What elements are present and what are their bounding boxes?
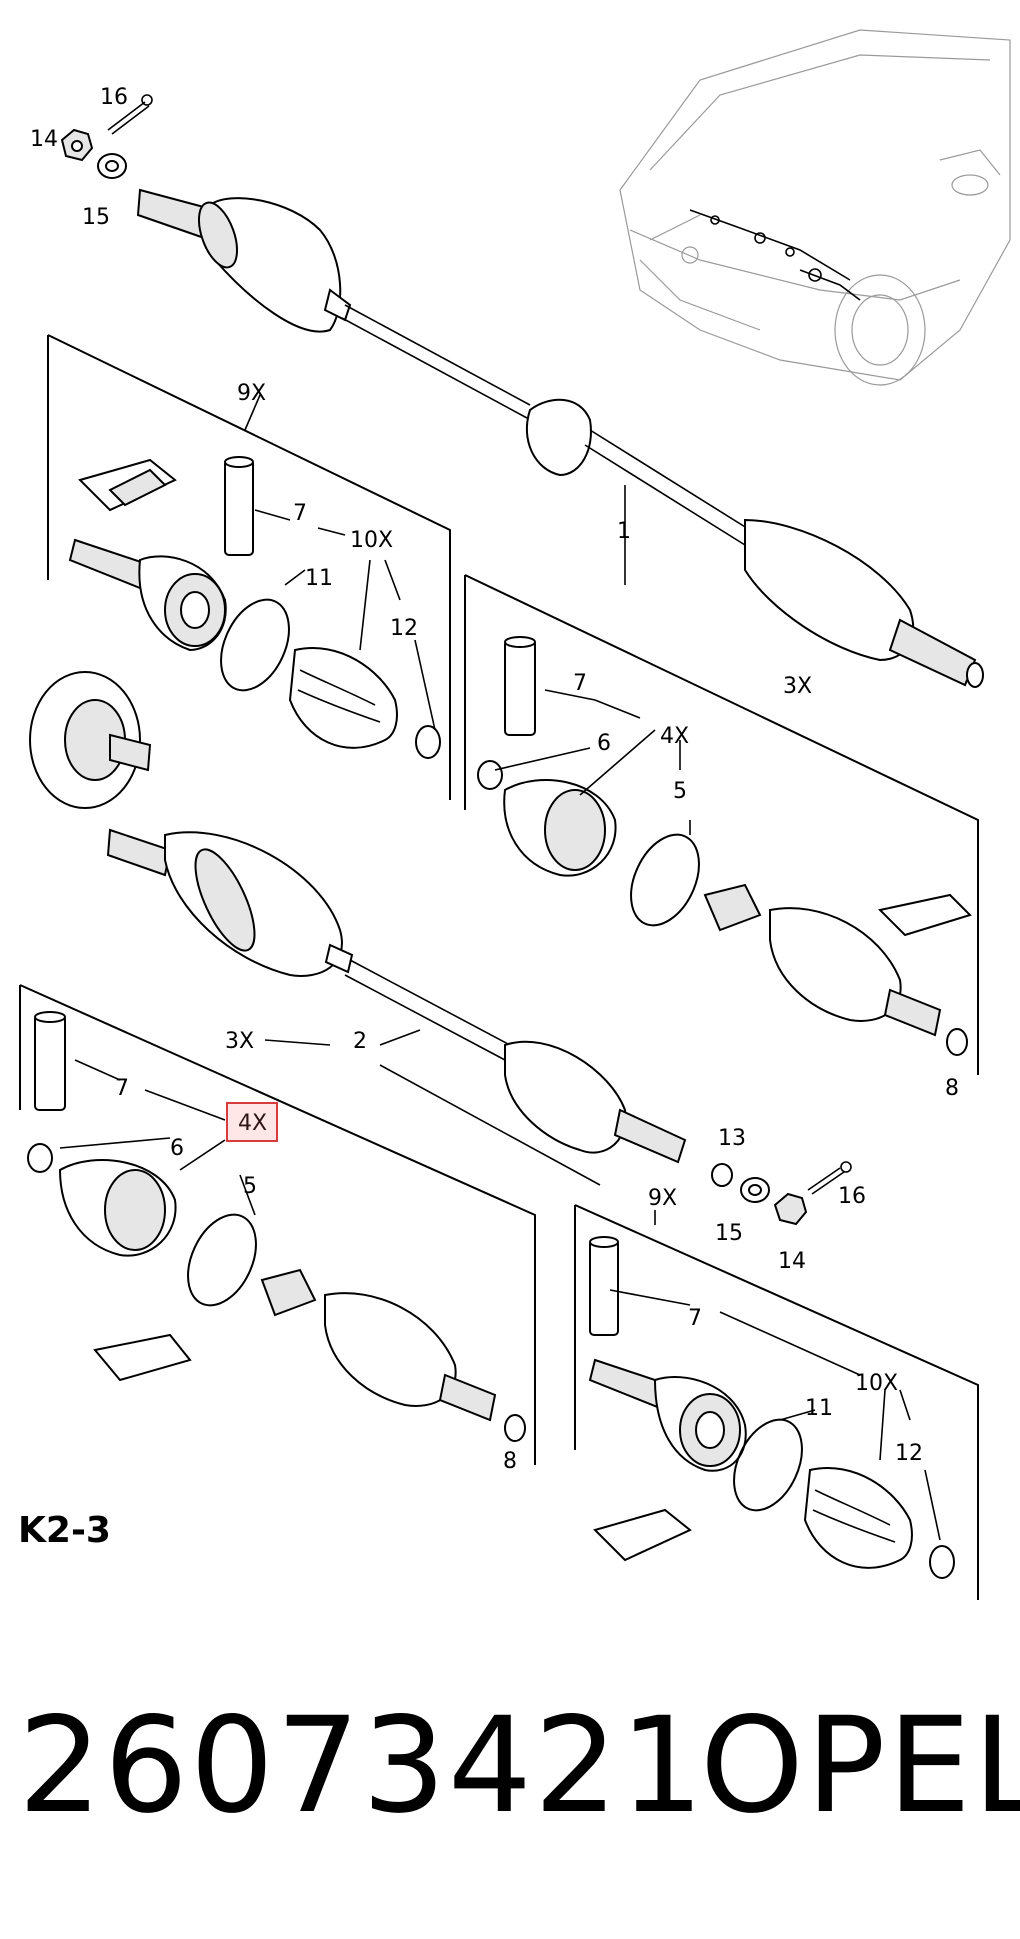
callout-11-br: 11	[805, 1396, 833, 1421]
highlight-box-4x	[226, 1102, 278, 1142]
callout-15-top: 15	[82, 205, 110, 230]
callout-10x-left: 10X	[350, 528, 393, 553]
callout-5-right: 5	[673, 779, 687, 804]
callout-9x-left: 9X	[237, 381, 266, 406]
callout-9x-lower: 9X	[648, 1186, 677, 1211]
top-hardware-group	[60, 94, 153, 179]
callout-11-left: 11	[305, 566, 333, 591]
left-upper-kit	[29, 456, 441, 809]
callout-13: 13	[718, 1126, 746, 1151]
callout-8-right: 8	[945, 1076, 959, 1101]
callout-4x-right: 4X	[660, 724, 689, 749]
drive-shaft-middle	[106, 828, 687, 1164]
callout-3x-right: 3X	[783, 674, 812, 699]
callout-12-left: 12	[390, 616, 418, 641]
callout-5-lower: 5	[243, 1174, 257, 1199]
callout-8-lower: 8	[503, 1449, 517, 1474]
callout-14-top: 14	[30, 127, 58, 152]
part-number: 26073421	[18, 1689, 706, 1843]
callout-6-lower: 6	[170, 1136, 184, 1161]
callout-7-right: 7	[573, 671, 587, 696]
lower-hardware-group	[711, 1161, 852, 1226]
lower-left-kit	[27, 1011, 526, 1442]
callout-10x-br: 10X	[855, 1371, 898, 1396]
callout-16-top: 16	[100, 85, 128, 110]
callout-16-lower: 16	[838, 1184, 866, 1209]
callout-14-lower: 14	[778, 1249, 806, 1274]
callout-7-lower: 7	[115, 1076, 129, 1101]
brand-name: OPEL	[700, 1689, 1020, 1843]
callout-labels: 16 14 15 9X 7 10X 11 12 1 3X 7 6 4X 5 8 …	[30, 85, 959, 1474]
callout-7-left: 7	[293, 501, 307, 526]
drive-shaft-upper	[136, 188, 984, 688]
callout-15-lower: 15	[715, 1221, 743, 1246]
diagram-code-label: K2-3	[18, 1510, 111, 1551]
callout-1: 1	[617, 519, 631, 544]
bottom-right-kit	[588, 1236, 955, 1579]
vehicle-locator-illustration	[619, 29, 1011, 386]
kit-frames	[19, 334, 979, 1600]
callout-2: 2	[353, 1029, 367, 1054]
right-kit	[477, 636, 972, 1056]
callout-12-br: 12	[895, 1441, 923, 1466]
callout-4x-lower: 4X	[238, 1111, 267, 1136]
callout-7-br: 7	[688, 1306, 702, 1331]
leader-lines	[59, 394, 941, 1541]
callout-6-right: 6	[597, 731, 611, 756]
callout-3x-mid: 3X	[225, 1029, 254, 1054]
